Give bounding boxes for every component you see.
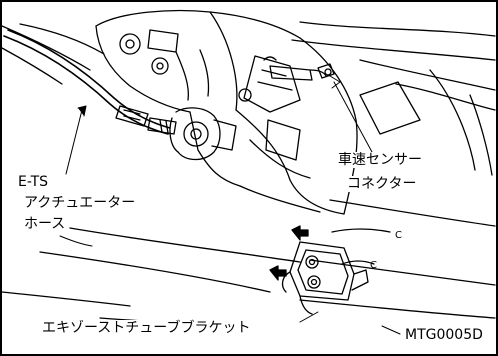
bolt-arrow-lower [269,265,287,281]
exhaust-bracket-label: エキゾーストチューブブラケット [40,320,253,336]
speed-sensor-leader [333,81,373,153]
figure-code-tick [381,325,401,335]
ets-hose-leader [65,109,83,175]
bracket-bolt-arrows [269,225,309,281]
svg-text:C: C [395,230,402,241]
svg-text:C: C [370,260,377,271]
transmission-housing [95,9,358,215]
bolt-arrow-upper [291,225,309,241]
ets-actuator-hose [3,29,177,135]
ets-label-line-1: E-TS [16,174,51,190]
body-floor-outline: C C [291,21,496,319]
exhaust-tube-bracket [281,241,369,315]
housing-front-flange [169,107,237,161]
bracket-leader [299,311,319,323]
speed-sensor-connector [263,56,335,81]
speed-sensor-label-line-2: コネクター [345,176,419,192]
ets-label-line-2: アクチュエーター [22,195,138,211]
ets-label-line-3: ホース [22,216,68,232]
leader-lines [59,75,401,335]
figure-code: MTG0005D [403,327,485,343]
speed-sensor-label-line-1: 車速センサー [336,152,424,168]
